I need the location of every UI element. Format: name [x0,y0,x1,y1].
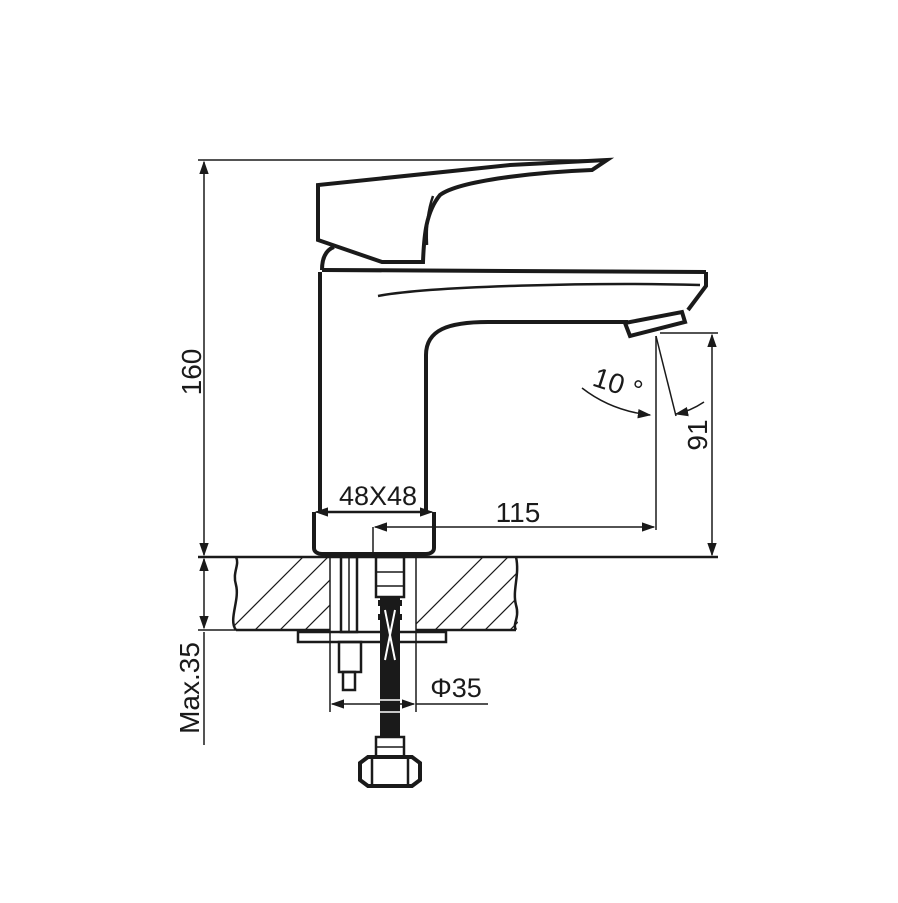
label-base-size: 48X48 [339,481,417,511]
dimension-spout-reach [372,336,657,557]
dimension-counter-thickness [198,557,298,745]
supply-hose [374,555,406,759]
counter-left-hatch [233,557,330,630]
dimension-spout-angle [581,335,705,419]
label-spout-angle: 10 ° [589,361,646,406]
base-flange [312,510,436,556]
label-counter-thickness: Max.35 [174,642,205,734]
dimension-overall-height [198,159,607,557]
label-hole-diameter: Φ35 [430,673,482,703]
dimension-hole-diameter [329,557,488,712]
label-spout-reach: 115 [496,497,541,528]
aerator [622,309,688,339]
counter-right-hatch [416,557,518,630]
label-spout-clearance: 91 [682,419,713,450]
dimension-spout-clearance [660,332,718,557]
faucet-handle [316,157,615,264]
hose-nut [358,755,422,788]
faucet-body [318,245,708,512]
threaded-stud [337,555,363,692]
mounting-plate [296,630,448,644]
label-overall-height: 160 [176,349,207,396]
